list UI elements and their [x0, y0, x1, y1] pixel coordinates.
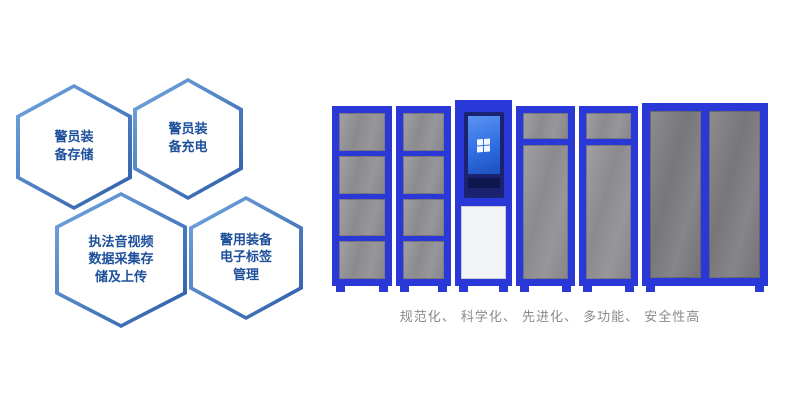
locker-column-2: [396, 106, 451, 292]
windows-logo-icon: [477, 138, 490, 152]
cabinet-foot: [562, 286, 571, 292]
hex-equipment-storage: 警员装 备存储: [16, 84, 132, 210]
tall-locker-door: [650, 111, 701, 278]
hex-equipment-charging: 警员装 备充电: [133, 78, 243, 200]
control-kiosk: [455, 100, 512, 292]
smart-locker-illustration: [330, 100, 770, 300]
hexagon-label: 警用装备 电子标签 管理: [189, 196, 303, 320]
hexagon-label-line: 管理: [232, 267, 259, 283]
hexagon-label-line: 警员装: [54, 130, 94, 146]
locker-door: [523, 113, 568, 139]
cabinet-foot: [520, 286, 529, 292]
hexagon-label: 警员装 备存储: [16, 84, 132, 210]
locker-door: [586, 113, 631, 139]
cabinet-foot: [336, 286, 345, 292]
double-door-cabinet: [642, 103, 768, 292]
locker-door: [403, 198, 444, 237]
locker-column-1: [332, 106, 392, 292]
hexagon-label-line: 备充电: [168, 140, 208, 155]
hexagon-label-line: 执法音视频: [88, 234, 154, 250]
hexagon-label-line: 电子标签: [219, 250, 272, 266]
hex-rfid-management: 警用装备 电子标签 管理: [189, 196, 303, 320]
tall-locker-column-2: [579, 106, 638, 292]
locker-door: [403, 155, 444, 194]
tall-locker-column-1: [516, 106, 575, 292]
kiosk-screen-bezel: [463, 112, 504, 198]
cabinet-foot: [459, 286, 468, 292]
tall-locker-door: [523, 145, 568, 279]
hexagon-label-line: 储及上传: [94, 269, 147, 285]
locker-door: [339, 198, 385, 237]
cabinet-foot: [646, 286, 655, 292]
cabinet-foot: [400, 286, 409, 292]
locker-door: [403, 113, 444, 151]
kiosk-touch-screen: [467, 116, 500, 174]
hex-av-data-collection: 执法音视频 数据采集存 储及上传: [55, 192, 187, 328]
cabinet-foot: [438, 286, 447, 292]
hexagon-fill: [137, 82, 239, 196]
cabinet-foot: [379, 286, 388, 292]
locker-door: [339, 155, 385, 194]
caption-text: 规范化、 科学化、 先进化、 多功能、 安全性高: [399, 310, 701, 325]
cabinet-foot: [583, 286, 592, 292]
hexagon-label-line: 警用装备: [219, 232, 272, 248]
hexagon-label: 执法音视频 数据采集存 储及上传: [55, 192, 187, 328]
cabinet-foot: [499, 286, 508, 292]
locker-door: [403, 241, 444, 279]
locker-door: [339, 113, 385, 151]
tall-locker-door: [586, 145, 631, 279]
kiosk-keypad: [467, 178, 500, 188]
hexagon-label-line: 备存储: [54, 148, 94, 163]
kiosk-lower-panel: [461, 206, 506, 279]
cabinet-foot: [755, 286, 764, 292]
locker-door: [339, 241, 385, 279]
hexagon-label: 警员装 备充电: [133, 78, 243, 200]
hexagon-label-line: 警员装: [168, 122, 208, 138]
cabinet-foot: [625, 286, 634, 292]
tall-locker-door: [709, 111, 760, 278]
hexagon-label-line: 数据采集存: [88, 252, 154, 268]
